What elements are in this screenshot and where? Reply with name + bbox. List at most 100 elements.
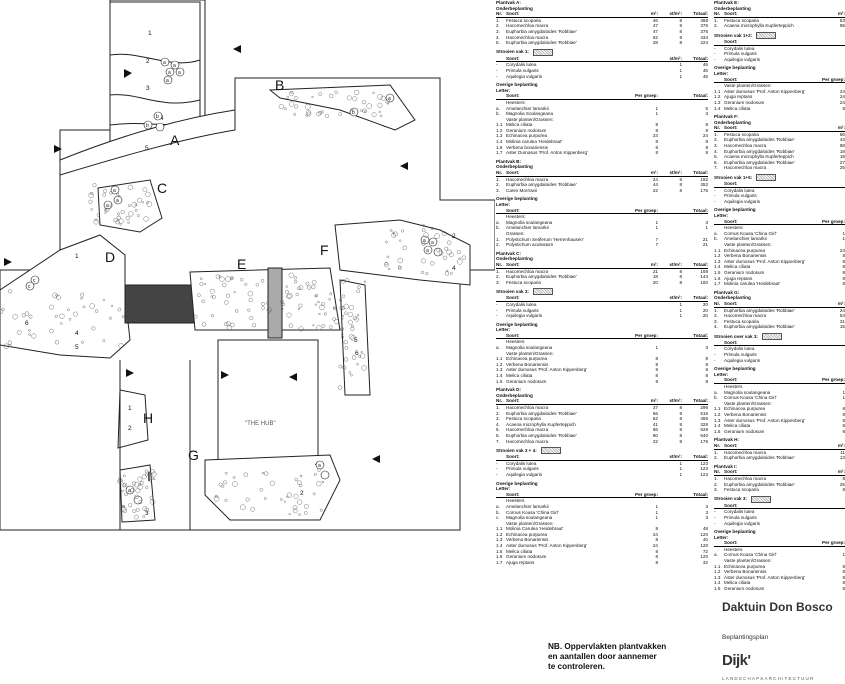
schedule-cell: b. [496,225,500,231]
plant-letter: a [388,96,391,102]
gravel-dot [210,314,214,318]
gravel-dot [269,480,275,486]
gravel-dot [298,326,304,332]
schedule-block: Strooien vak 1:Soort:st/m²:Totaal:-Coryd… [496,48,708,79]
schedule-header-cell: Soort: [724,339,738,345]
schedule-cell: 192 [700,176,708,182]
bed-number: 2 [300,490,304,497]
gravel-dot [297,480,302,485]
schedule-header-cell [658,492,682,498]
schedule-cell: Polystichum Setiferum 'Herrenhausen' [506,236,584,242]
schedule-title-text: Plantvak C: [496,250,522,256]
area-label-a: A [170,132,180,148]
schedule-cell: 8 [842,264,845,270]
schedule-block-title: Plantvak I: [714,464,845,470]
schedule-subtitle: Letter: [496,486,511,492]
gravel-dot [31,333,37,339]
schedule-row: -Corydalis lutea [714,346,845,352]
schedule-cell: 8 [655,356,658,362]
gravel-dot [211,295,216,299]
gravel-dot [149,495,154,500]
schedule-cell: 3. [496,187,500,193]
schedule-header-cell: st/m²: [669,261,682,267]
schedule-title-text: Plantvak F: [714,114,739,120]
schedule-header-cell: Nr. [496,261,503,267]
schedule-cell: 1.2 [714,569,721,575]
gravel-dot [221,282,227,288]
schedule-cell: Aster dumosus 'Prof. Anton Kippenberg' [724,258,806,264]
gravel-dot [352,315,357,321]
schedule-title-text: Strooien vak 1: [496,49,529,55]
schedule-cell: Echinacea purpurea [506,531,548,537]
gravel-dot [264,471,269,476]
schedule-cell: 3. [496,28,500,34]
arrow-markers [4,45,408,463]
schedule-title-text: Overige beplanting [496,196,538,202]
schedule-cell: 1.3 [496,367,503,373]
schedule-cell: Corydalis lutea [506,62,537,68]
schedule-cell: Euphorbia amygdaloides 'Robbiae' [724,481,795,487]
schedule-cell: 1. [714,307,718,313]
schedule-cell: 1.1 [496,356,503,362]
schedule-cell: 8 [655,554,658,560]
schedule-cell: Euphorbia amygdaloides 'Robbiae' [724,324,795,330]
schedule-header-cell: st/m²: [669,295,682,301]
gravel-dot [445,269,449,273]
schedule-header-cell: Totaal: [693,491,708,497]
schedule-header-cell [714,219,724,225]
gravel-dot [118,343,124,349]
gravel-dot [340,335,344,339]
schedule-cell: Aquilegia vulgaris [724,520,761,526]
schedule-header-cell [496,492,506,498]
gravel-dot [430,226,434,230]
schedule-cell: a. [496,219,500,225]
bed-number: 5 [75,344,79,351]
schedule-cell: Hacomechloa macra [506,176,549,182]
schedule-cell: 8 [679,279,682,285]
schedule-row: -Aquilegia vulgaris [714,358,845,364]
gravel-dot [328,298,331,301]
gravel-dot [350,335,356,341]
gravel-dot [461,255,466,260]
schedule-header-cell: Per groep: [635,332,658,338]
gravel-dot [225,321,231,326]
gravel-dot [360,109,364,113]
schedule-header: Soort:st/m²:Totaal: [496,295,708,302]
schedule-cell: a. [496,105,500,111]
schedule-cell: Festuca scoparia [506,416,541,422]
gravel-dot [340,279,346,284]
hatch-swatch [540,447,561,455]
hatch-swatch [761,332,782,340]
gravel-dot [298,303,303,308]
company-logo: Dijk' [722,652,751,669]
schedule-row: -Aquilegia vulgaris [714,199,845,205]
schedule-cell: Hacomechloa macra [506,23,549,29]
gravel-dot [55,294,58,297]
gravel-dot [104,208,107,212]
gravel-dot [354,89,360,96]
schedule-header-cell: Nr. [714,11,721,17]
schedule-cell: 24 [839,307,845,313]
gravel-dot [324,312,328,316]
gravel-dot [393,231,398,237]
gravel-dot [338,112,343,116]
gravel-dot [361,100,366,105]
wall-left [119,360,191,530]
gravel-dot [82,305,86,309]
schedule-cell: 1.5 [496,548,503,554]
gravel-dot [304,104,311,110]
gravel-dot [67,308,70,312]
schedule-cell: 8 [705,361,708,367]
gravel-dot [286,495,289,498]
schedule-cell: Festuca scoparia [506,17,541,23]
